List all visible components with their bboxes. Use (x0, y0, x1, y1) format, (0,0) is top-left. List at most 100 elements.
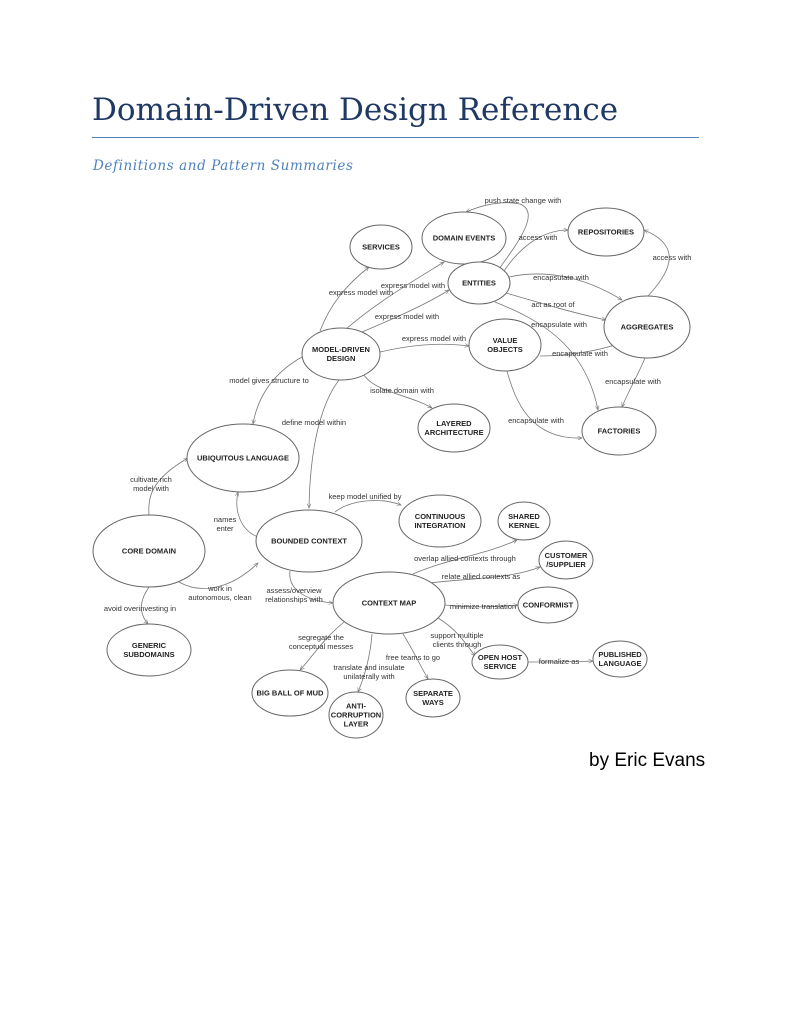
edge-cm-segregate-bbom (300, 621, 345, 670)
edge-label: encapsulate with (508, 416, 564, 425)
node-ellipse (405, 678, 461, 718)
node-ellipse (332, 571, 446, 635)
node-services: SERVICES (349, 224, 413, 270)
edge-label: free teams to go (386, 653, 440, 662)
node-label-line: WAYS (422, 698, 443, 707)
node-factories: FACTORIES (581, 406, 657, 456)
node-core-domain: CORE DOMAIN (92, 514, 206, 588)
title-rule (92, 137, 699, 138)
node-label: CUSTOMER/SUPPLIER (545, 551, 588, 569)
node-ellipse (301, 327, 381, 381)
edge-line (319, 267, 369, 332)
edge-aggregates-access-repositories (644, 230, 670, 297)
edge-label: access with (653, 253, 692, 262)
edge-label-line: express model with (381, 281, 445, 290)
node-ellipse (538, 540, 594, 580)
node-label-line: SERVICES (362, 243, 400, 252)
edge-core-work-autonomous-bc (178, 563, 258, 589)
node-conformist: CONFORMIST (517, 586, 579, 624)
node-domain-events: DOMAIN EVENTS (421, 211, 507, 265)
edge-core-avoid-generic (140, 586, 150, 624)
edge-label-line: push state change with (485, 196, 562, 205)
edge-line (253, 356, 303, 424)
node-ellipse (92, 514, 206, 588)
edge-label-line: act as root of (531, 300, 575, 309)
node-ubiquitous-language: UBIQUITOUS LANGUAGE (186, 423, 300, 493)
node-label: DOMAIN EVENTS (433, 234, 496, 243)
node-label: REPOSITORIES (578, 228, 634, 237)
node-ellipse (421, 211, 507, 265)
edge-label-line: clients through (433, 640, 482, 649)
node-label: CONFORMIST (523, 601, 574, 610)
edge-cm-minimize-conformist (444, 605, 518, 607)
edge-bc-keep-unified-ci (334, 500, 401, 513)
edge-line (506, 370, 582, 438)
edge-label-line: model with (133, 484, 169, 493)
edge-label-line: access with (519, 233, 558, 242)
edge-label: relate allied contexts as (442, 572, 521, 581)
node-label-line: DOMAIN EVENTS (433, 234, 496, 243)
edge-label: define model within (282, 418, 346, 427)
edge-label-line: minimize translation (450, 602, 516, 611)
node-label: BIG BALL OF MUD (257, 689, 325, 698)
node-label-line: MODEL-DRIVEN (312, 345, 370, 354)
edge-label: avoid overinvesting in (104, 604, 176, 613)
edge-line (444, 605, 518, 607)
edge-label-line: assess/overview (266, 586, 322, 595)
edge-label-line: encapsulate with (531, 320, 587, 329)
node-ellipse (447, 261, 511, 305)
node-label-line: FACTORIES (598, 427, 641, 436)
edge-bc-names-enter-ul (237, 492, 259, 538)
edge-label: isolate domain with (370, 386, 434, 395)
edge-label-line: segregate the (298, 633, 344, 642)
edge-mdd-express-entities (361, 290, 449, 333)
node-label-line: LAYERED (436, 419, 472, 428)
edge-label-line: relationships with (265, 595, 323, 604)
node-label-line: CONTEXT MAP (362, 599, 417, 608)
node-aggregates: AGGREGATES (603, 295, 691, 359)
node-label-line: UBIQUITOUS LANGUAGE (197, 454, 289, 463)
edge-mdd-gives-structure (253, 356, 303, 424)
edge-line (309, 379, 340, 508)
edge-entities-encapsulate-factories (494, 301, 598, 410)
edge-label-line: model gives structure to (229, 376, 309, 385)
edge-line (466, 202, 529, 270)
node-label-line: CORE DOMAIN (122, 547, 176, 556)
edge-label-line: unilaterally with (343, 672, 394, 681)
edge-label: push state change with (485, 196, 562, 205)
edge-line (363, 374, 432, 408)
edge-bc-assess-context-map (289, 570, 333, 603)
edge-label-line: formalize as (539, 657, 580, 666)
node-label-line: PUBLISHED (598, 650, 642, 659)
edge-line (494, 301, 598, 410)
node-label-line: CORRUPTION (331, 711, 381, 720)
edge-line (140, 586, 150, 624)
edge-label-line: free teams to go (386, 653, 440, 662)
node-label: AGGREGATES (621, 323, 674, 332)
edge-label: express model with (375, 312, 439, 321)
edge-line (334, 500, 401, 513)
document-subtitle: Definitions and Pattern Summaries (93, 158, 354, 174)
edge-label-line: enter (216, 524, 234, 533)
node-label-line: ENTITIES (462, 279, 496, 288)
node-label-line: LAYER (344, 720, 369, 729)
edge-label-line: encapsulate with (508, 416, 564, 425)
edge-label: express model with (381, 281, 445, 290)
edge-entities-access-repositories (503, 230, 568, 272)
edge-mdd-express-services (319, 267, 369, 332)
node-context-map: CONTEXT MAP (332, 571, 446, 635)
